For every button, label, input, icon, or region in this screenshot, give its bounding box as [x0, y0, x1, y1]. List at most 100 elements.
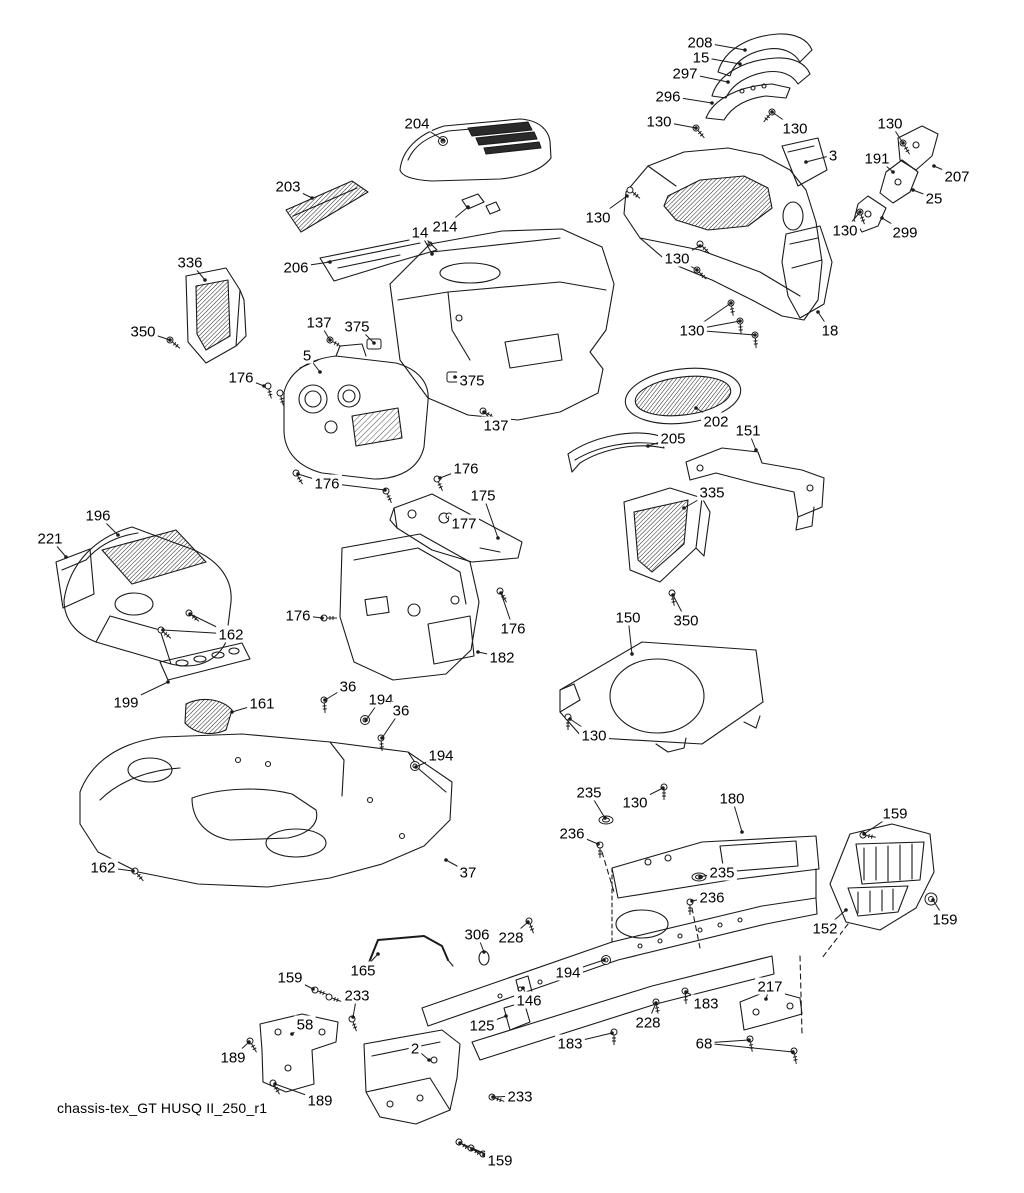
callout-label-background: [426, 746, 456, 764]
part-dash-console: [283, 343, 429, 480]
callout-label: 182: [489, 650, 514, 667]
callout-label: 130: [622, 795, 647, 812]
callout-label-background: [226, 368, 256, 386]
callout-label-background: [128, 322, 158, 340]
callout-label-background: [457, 863, 479, 881]
callout-label: 194: [368, 692, 393, 709]
callout-label: 151: [735, 423, 760, 440]
callout-label-background: [707, 863, 737, 881]
callout-label-background: [583, 208, 613, 226]
callout-label-background: [880, 804, 910, 822]
callout-label: 15: [693, 50, 710, 67]
fastener-screw-icon: [660, 783, 668, 800]
callout-label: 207: [944, 169, 969, 186]
fastener-screw-icon: [157, 626, 172, 639]
callout-label-background: [175, 253, 205, 271]
callout-label-background: [653, 87, 683, 105]
part-grille-lower: [319, 236, 438, 282]
callout-label-background: [574, 783, 604, 801]
fastener-screw-icon: [264, 382, 273, 399]
callout-label: 159: [932, 912, 957, 929]
callout-label-background: [810, 919, 840, 937]
callout-label: 228: [498, 930, 523, 947]
callout-label-background: [579, 726, 609, 744]
callout-label-background: [402, 114, 432, 132]
callout-label: 189: [307, 1093, 332, 1110]
fastener-screw-icon: [276, 389, 285, 406]
callout-label: 214: [432, 219, 457, 236]
part-fender-right-assembly: [623, 137, 833, 321]
callout-label-background: [467, 1016, 497, 1034]
part-bracket-199: [159, 642, 251, 681]
callout-label: 202: [703, 414, 728, 431]
callout-label-background: [755, 977, 785, 995]
callout-label-background: [408, 1039, 422, 1057]
part-bracket-58: [259, 1013, 339, 1093]
callout-label: 5: [303, 348, 311, 365]
callout-label: 25: [926, 191, 943, 208]
diagram-footer-code: chassis-tex_GT HUSQ II_250_r1: [57, 1100, 268, 1116]
fastener-screw-icon: [626, 186, 641, 199]
callout-label-background: [409, 223, 431, 241]
callout-label-background: [671, 611, 701, 629]
callout-label-background: [430, 217, 460, 235]
callout-label: 130: [585, 210, 610, 227]
callout-label: 2: [411, 1041, 419, 1058]
callout-label-background: [366, 690, 396, 708]
callout-label-background: [733, 421, 763, 439]
fastener-screw-icon: [790, 1047, 798, 1064]
callout-label: 228: [635, 1015, 660, 1032]
part-support-brackets-right: [853, 125, 939, 233]
part-frame-180: [421, 835, 820, 1061]
callout-label-background: [697, 483, 727, 501]
callout-label-background: [693, 1034, 715, 1052]
callout-label-background: [348, 961, 378, 979]
callout-label: 236: [559, 826, 584, 843]
part-dash-cover-stack: [705, 33, 813, 121]
callout-label: 205: [660, 431, 685, 448]
callout-label-background: [88, 858, 118, 876]
part-deflector-161: [184, 698, 233, 735]
callout-label-background: [451, 459, 481, 477]
part-dash-lower: [339, 533, 480, 681]
part-fender-37: [79, 733, 453, 888]
callout-label-background: [312, 474, 342, 492]
callout-label-background: [923, 189, 945, 207]
callout-label: 36: [393, 703, 410, 720]
callout-label: 375: [344, 319, 369, 336]
callout-label: 183: [693, 996, 718, 1013]
fastener-screw-icon: [496, 587, 507, 603]
part-grille-screen: [624, 367, 742, 425]
callout-label: 297: [672, 66, 697, 83]
callout-label-background: [496, 928, 526, 946]
callout-label: 221: [37, 531, 62, 548]
callout-label-background: [691, 994, 721, 1012]
callout-label: 180: [719, 791, 744, 808]
callout-label: 336: [177, 255, 202, 272]
callout-label: 161: [249, 696, 274, 713]
callout-label-background: [717, 789, 747, 807]
callout-label: 130: [664, 251, 689, 268]
callout-label-background: [462, 925, 492, 943]
callout-label-background: [457, 371, 487, 389]
callout-label-background: [342, 986, 372, 1004]
fastener-screw-icon: [166, 336, 181, 349]
callout-label-background: [498, 619, 528, 637]
fastener-screw-icon: [131, 867, 144, 882]
callout-label: 159: [277, 970, 302, 987]
callout-label: 375: [459, 373, 484, 390]
callout-label-background: [613, 608, 643, 626]
callout-label-background: [505, 1087, 535, 1105]
part-chassis-plate-150: [559, 641, 764, 753]
callout-label-background: [780, 119, 810, 137]
callout-label-background: [485, 1151, 515, 1169]
callout-label: 176: [228, 370, 253, 387]
callout-label: 194: [428, 748, 453, 765]
callout-label-background: [294, 1015, 316, 1033]
callout-label: 14: [412, 225, 429, 242]
part-drawbar-152: [829, 823, 935, 931]
callout-label-background: [487, 648, 517, 666]
callout-label-background: [697, 888, 727, 906]
